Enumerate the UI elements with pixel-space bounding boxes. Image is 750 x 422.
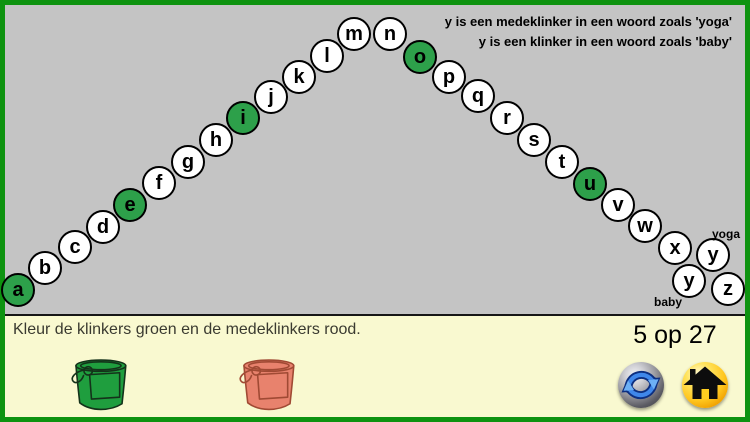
letter-circle-w[interactable]: w bbox=[628, 209, 662, 243]
letter-circle-d[interactable]: d bbox=[86, 210, 120, 244]
bottom-panel bbox=[5, 314, 745, 417]
paint-bucket-icon bbox=[71, 359, 127, 411]
letter-circle-x[interactable]: x bbox=[658, 231, 692, 265]
home-button[interactable] bbox=[682, 362, 728, 408]
letter-circle-c[interactable]: c bbox=[58, 230, 92, 264]
word-label-yoga: yoga bbox=[711, 227, 741, 241]
letter-circle-y-baby[interactable]: y bbox=[672, 264, 706, 298]
letter-circle-l[interactable]: l bbox=[310, 39, 344, 73]
refresh-icon bbox=[621, 370, 661, 400]
letter-circle-v[interactable]: v bbox=[601, 188, 635, 222]
word-label-baby: baby bbox=[653, 295, 683, 309]
letter-circle-s[interactable]: s bbox=[517, 123, 551, 157]
instruction-text: Kleur de klinkers groen en de medeklinke… bbox=[13, 321, 361, 338]
red-paint-bucket[interactable] bbox=[236, 356, 298, 413]
letter-circle-k[interactable]: k bbox=[282, 60, 316, 94]
y-rule-hints: y is een medeklinker in een woord zoals … bbox=[445, 12, 732, 52]
letter-circle-j[interactable]: j bbox=[254, 80, 288, 114]
letter-circle-e[interactable]: e bbox=[113, 188, 147, 222]
letter-circle-h[interactable]: h bbox=[199, 123, 233, 157]
letter-circle-n[interactable]: n bbox=[373, 17, 407, 51]
letter-circle-b[interactable]: b bbox=[28, 251, 62, 285]
letter-circle-m[interactable]: m bbox=[337, 17, 371, 51]
play-area: y is een medeklinker in een woord zoals … bbox=[5, 5, 745, 314]
letter-circle-p[interactable]: p bbox=[432, 60, 466, 94]
refresh-button[interactable] bbox=[618, 362, 664, 408]
letter-circle-r[interactable]: r bbox=[490, 101, 524, 135]
letter-circle-f[interactable]: f bbox=[142, 166, 176, 200]
hint-line-yoga: y is een medeklinker in een woord zoals … bbox=[444, 14, 732, 29]
letter-circle-g[interactable]: g bbox=[171, 145, 205, 179]
hint-line-baby: y is een klinker in een woord zoals 'bab… bbox=[478, 34, 732, 49]
letter-circle-z[interactable]: z bbox=[711, 272, 745, 306]
letter-circle-y-yoga[interactable]: y bbox=[696, 238, 730, 272]
letter-circle-t[interactable]: t bbox=[545, 145, 579, 179]
home-icon bbox=[683, 366, 727, 399]
letter-circle-i[interactable]: i bbox=[226, 101, 260, 135]
letter-circle-u[interactable]: u bbox=[573, 167, 607, 201]
green-paint-bucket[interactable] bbox=[68, 356, 130, 413]
letter-circle-a[interactable]: a bbox=[1, 273, 35, 307]
paint-bucket-icon bbox=[239, 359, 295, 411]
letter-circle-o[interactable]: o bbox=[403, 40, 437, 74]
progress-counter: 5 op 27 bbox=[633, 321, 717, 349]
letter-circle-q[interactable]: q bbox=[461, 79, 495, 113]
